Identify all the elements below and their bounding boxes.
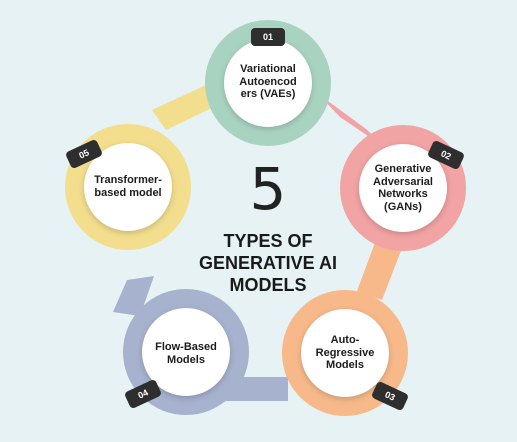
connector-flow-transformer [113, 276, 154, 316]
center-title-line-1: TYPES OF [223, 231, 313, 251]
node-label-autoregressive: Auto- Regressive Models [315, 334, 375, 371]
connector-gan-autoregressive [357, 240, 402, 300]
badge-01: 01 [251, 28, 285, 46]
ring-gan [340, 125, 466, 251]
node-label-flow: Flow-Based Models [155, 341, 217, 366]
circle-flow [142, 308, 230, 396]
connector-transformer-vae [152, 84, 220, 130]
svg-text:02: 02 [439, 148, 452, 161]
center-number: 5 [249, 155, 287, 223]
center-title-line-3: MODELS [229, 275, 307, 295]
circle-transformer [84, 143, 172, 231]
circle-autoregressive [301, 309, 389, 397]
badge-02: 02 [428, 140, 464, 170]
svg-text:04: 04 [136, 387, 149, 400]
center-title: TYPES OF GENERATIVE AI MODELS [178, 230, 358, 296]
svg-text:03: 03 [383, 389, 396, 402]
ring-flow [123, 289, 249, 415]
ring-autoregressive [282, 290, 408, 416]
ring-transformer [65, 124, 191, 250]
node-label-transformer: Transformer- based model [94, 174, 162, 199]
badge-04: 04 [125, 379, 161, 409]
badge-03: 03 [372, 381, 408, 411]
circle-gan [359, 144, 447, 232]
center-title-line-2: GENERATIVE AI [198, 253, 337, 273]
node-label-vae: Variational Autoencod ers (VAEs) [239, 63, 297, 100]
node-label-gan: Generative Adversarial Networks (GANs) [373, 163, 433, 213]
svg-text:05: 05 [77, 147, 90, 160]
svg-text:01: 01 [263, 32, 273, 42]
circle-vae [224, 39, 312, 127]
badge-05: 05 [66, 139, 102, 169]
